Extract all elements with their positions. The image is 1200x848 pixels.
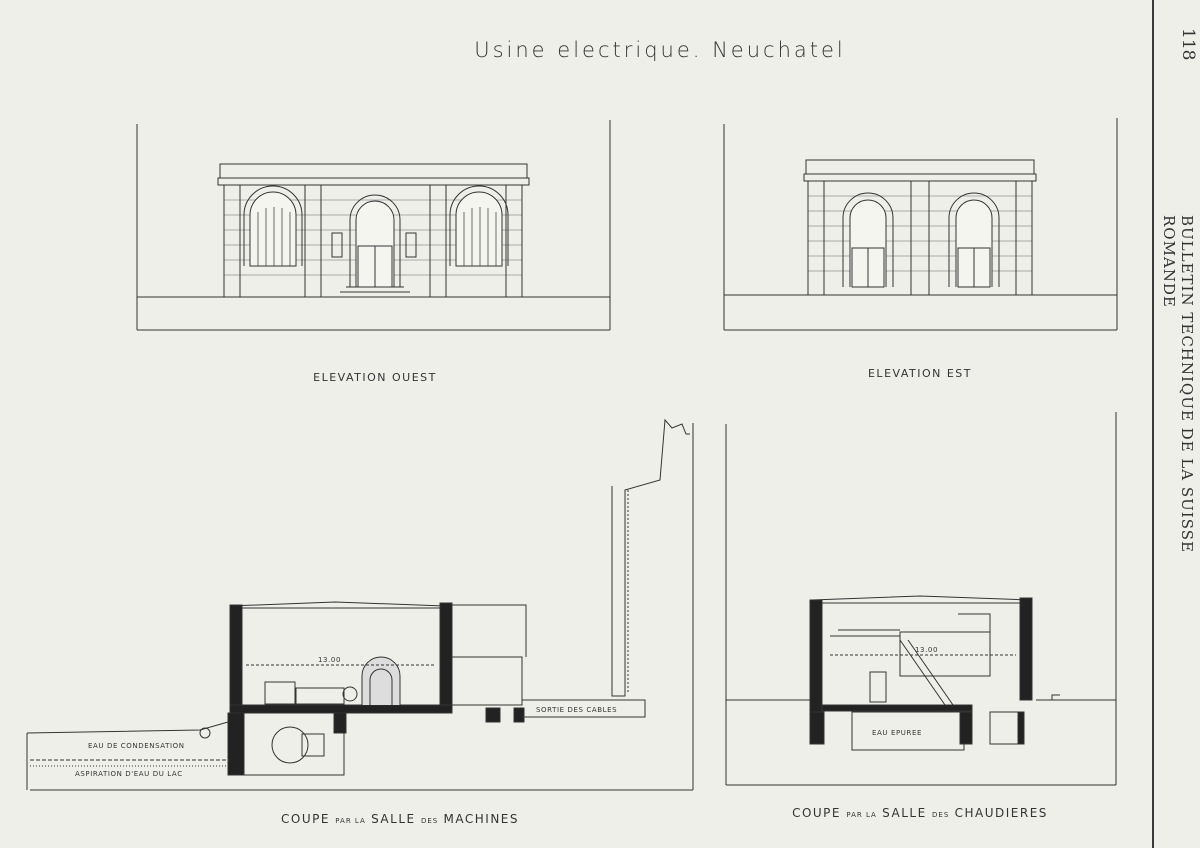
caption-word: COUPE [281,812,330,826]
label-eau-condensation: EAU DE CONDENSATION [88,742,185,750]
caption-elevation-ouest: ELEVATION OUEST [313,371,437,384]
coupe-chaudieres-drawing [725,412,1117,786]
label-sortie-cables: SORTIE DES CABLES [536,706,617,714]
label-eau-epuree: EAU EPUREE [872,729,922,737]
label-aspiration: ASPIRATION D'EAU DU LAC [75,770,183,778]
dimension-machines: 13.00 [318,656,341,664]
elevation-ouest-drawing [136,120,611,331]
caption-elevation-est: ELEVATION EST [867,367,973,380]
caption-small-word: PAR LA [335,817,366,825]
caption-coupe-machines: COUPE PAR LA SALLE DES MACHINES [240,812,560,826]
architectural-drawings: EAU DE CONDENSATION ASPIRATION D'EAU DU … [26,118,1118,791]
caption-word: COUPE [792,806,842,820]
caption-word: SALLE [882,806,927,820]
caption-small-word: PAR LA [846,811,877,819]
caption-word: SALLE [371,812,416,826]
margin-rule [1152,0,1154,848]
caption-small-word: DES [420,817,439,825]
caption-small-word: DES [932,811,950,819]
coupe-machines-drawing [26,418,694,791]
dimension-chaudieres: 13.00 [915,646,938,654]
caption-word: MACHINES [443,812,519,826]
page-title: Usine electrique. Neuchatel [474,38,846,62]
elevation-est-drawing [723,118,1118,331]
page-number: 118 [1178,27,1198,61]
journal-title: BULLETIN TECHNIQUE DE LA SUISSE ROMANDE [1160,215,1196,553]
caption-coupe-chaudieres: COUPE PAR LA SALLE DES CHAUDIERES [770,806,1070,820]
caption-word: CHAUDIERES [954,806,1048,820]
